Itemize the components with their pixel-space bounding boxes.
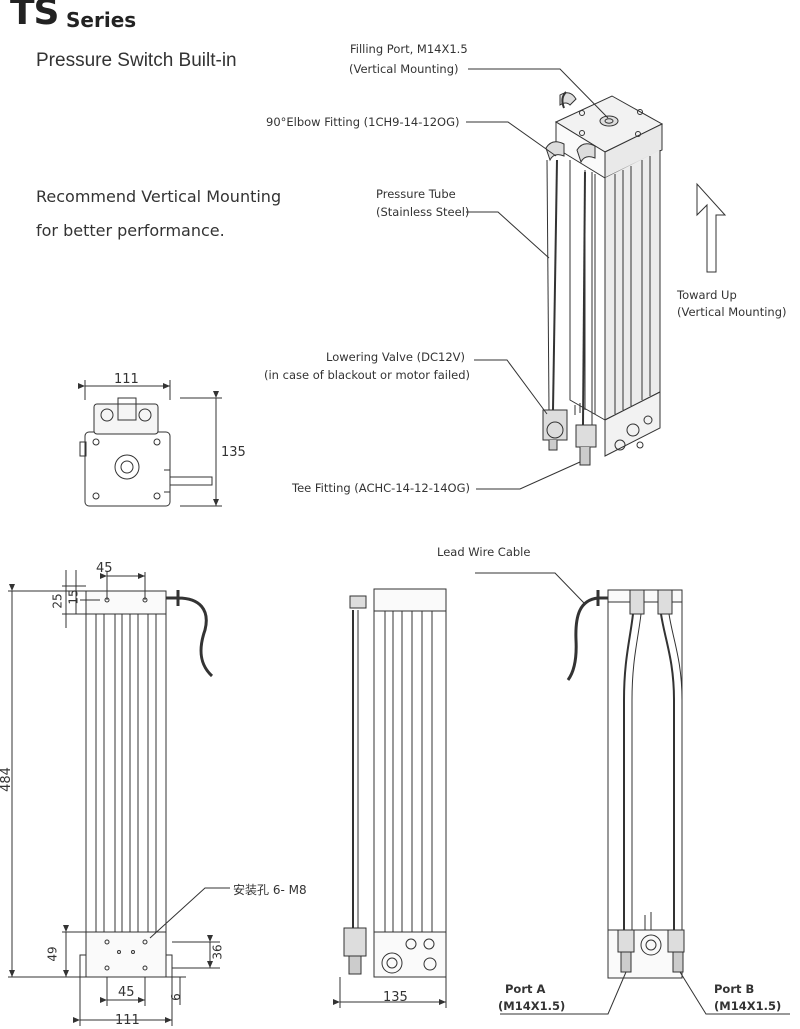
front-view bbox=[8, 570, 230, 1026]
top-view bbox=[78, 380, 222, 507]
series-label: Series bbox=[66, 8, 137, 32]
top-view-height-dim: 135 bbox=[221, 445, 246, 460]
front-111-dim: 111 bbox=[115, 1013, 140, 1028]
elbow-fitting-label: 90°Elbow Fitting (1CH9-14-12OG) bbox=[266, 115, 460, 129]
front-49-dim: 49 bbox=[45, 946, 60, 962]
port-a-label: Port A bbox=[505, 982, 546, 996]
filling-port-sublabel: (Vertical Mounting) bbox=[349, 62, 459, 76]
page-subtitle: Pressure Switch Built-in bbox=[36, 50, 237, 71]
up-arrow-icon bbox=[696, 182, 727, 273]
recommendation-line-2: for better performance. bbox=[36, 221, 225, 240]
front-15-dim: 15 bbox=[66, 589, 81, 605]
toward-up-sublabel: (Vertical Mounting) bbox=[677, 305, 787, 319]
front-484-dim: 484 bbox=[0, 767, 14, 792]
side-135-dim: 135 bbox=[383, 990, 408, 1005]
lowering-valve-sublabel: (in case of blackout or motor failed) bbox=[264, 368, 470, 382]
port-a-spec: (M14X1.5) bbox=[498, 999, 566, 1013]
rear-view bbox=[475, 572, 790, 1015]
front-25-dim: 25 bbox=[50, 593, 65, 609]
isometric-view bbox=[542, 91, 664, 466]
port-b-label: Port B bbox=[714, 982, 755, 996]
toward-up-label: Toward Up bbox=[677, 288, 737, 302]
mount-hole-label: 安装孔 6- M8 bbox=[233, 883, 307, 897]
tee-fitting-label: Tee Fitting (ACHC-14-12-14OG) bbox=[292, 481, 470, 495]
top-view-width-dim: 111 bbox=[114, 372, 139, 387]
front-6-dim: 6 bbox=[168, 993, 183, 1001]
series-code: TS bbox=[10, 0, 59, 33]
side-view bbox=[333, 588, 447, 1008]
lead-wire-label: Lead Wire Cable bbox=[437, 545, 531, 559]
recommendation-line-1: Recommend Vertical Mounting bbox=[36, 187, 282, 206]
filling-port-label: Filling Port, M14X1.5 bbox=[350, 42, 468, 56]
pressure-tube-label: Pressure Tube bbox=[376, 187, 456, 201]
front-45-bottom-dim: 45 bbox=[118, 985, 135, 1000]
front-45-top-dim: 45 bbox=[96, 561, 113, 576]
port-b-spec: (M14X1.5) bbox=[714, 999, 782, 1013]
pressure-tube-sublabel: (Stainless Steel) bbox=[376, 205, 470, 219]
lowering-valve-label: Lowering Valve (DC12V) bbox=[326, 350, 465, 364]
front-36-dim: 36 bbox=[210, 944, 225, 960]
